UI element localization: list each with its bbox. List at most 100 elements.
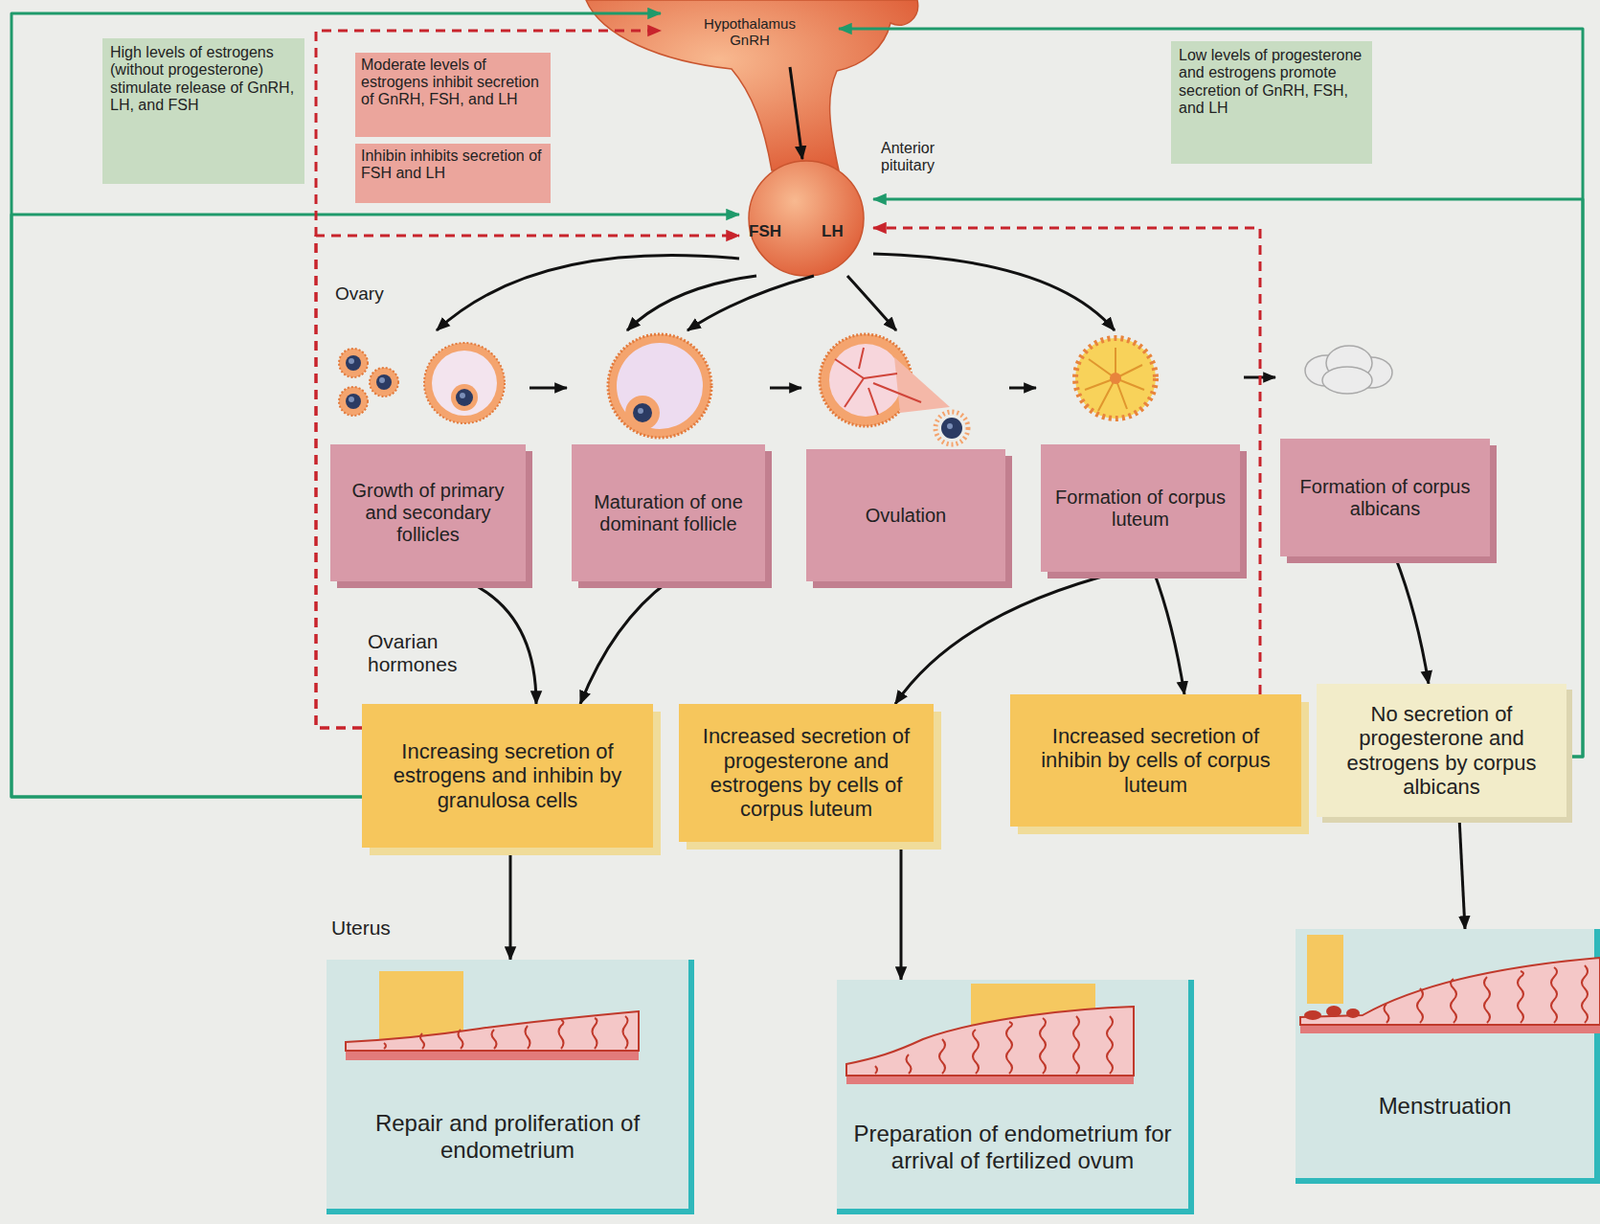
follicle-illustration (348, 396, 355, 403)
follicle-illustration (345, 355, 474, 409)
hypothalamus-pituitary-illustration (585, 0, 919, 171)
corpus-albicans-illustration (1280, 330, 1490, 439)
endometrium-illustration (1450, 978, 1457, 1023)
endometrium-illustration (939, 1038, 946, 1074)
endometrium-illustration (1326, 1005, 1342, 1017)
follicle-illustration (431, 350, 497, 416)
follicle-illustration (424, 342, 505, 424)
endometrium-illustration (1384, 1003, 1390, 1023)
endometrium-illustration (1073, 1015, 1080, 1074)
corpus-luteum-illustration (1075, 338, 1156, 419)
section-label: Ovarian hormones (367, 630, 475, 677)
section-label: Uterus (331, 916, 391, 940)
endometrium-illustration (592, 1017, 598, 1049)
node-text: Formation of corpus luteum (1050, 486, 1231, 531)
node-text: Hypothalamus (660, 15, 839, 32)
ovarian-stage: Formation of corpus albicans (1280, 330, 1490, 557)
endometrium-illustration (1517, 970, 1524, 1023)
ovarian-stage: Ovulation (806, 330, 1006, 582)
follicle-illustration (450, 383, 478, 411)
hormone-box: No secretion of progesterone and estroge… (1316, 683, 1567, 817)
endometrium-illustration (623, 1015, 629, 1049)
corpus-luteum-illustration (1040, 330, 1240, 445)
stage-arrow (529, 386, 567, 390)
endometrium-illustration (1295, 928, 1600, 1044)
stage-plate: Growth of primary and secondary follicle… (330, 444, 526, 582)
endometrium-illustration (1300, 1024, 1600, 1034)
endometrium-illustration (1106, 1015, 1113, 1074)
endometrium-illustration (559, 1019, 564, 1049)
stimulus-arrow (467, 581, 537, 704)
ovulation-illustration (935, 411, 969, 445)
endometrium-illustration (345, 1050, 639, 1060)
node-text: Menstruation (1307, 1092, 1583, 1120)
endometrium-illustration (1484, 976, 1490, 1023)
inhibition-note: Moderate levels of estrogens inhibit sec… (355, 52, 551, 137)
endometrium-illustration (906, 1054, 912, 1074)
endometrium-illustration (1304, 1010, 1322, 1020)
endometrium-illustration (492, 1029, 497, 1049)
stimulus-arrow (873, 253, 1115, 331)
node-text: No secretion of progesterone and estroge… (1328, 701, 1555, 799)
stimulus-arrow (1395, 556, 1429, 684)
node-text: Repair and proliferation of endometrium (338, 1109, 677, 1163)
ovulation-illustration (834, 347, 922, 415)
corpus-albicans-illustration (1322, 366, 1373, 394)
follicle-illustration (571, 330, 766, 445)
stage-plate: Formation of corpus luteum (1040, 444, 1240, 572)
corpus-luteum-illustration (1084, 347, 1145, 411)
hypothalamus-label: HypothalamusGnRH (660, 3, 839, 68)
follicle-illustration (637, 407, 644, 414)
stimulus-arrow (895, 571, 1121, 704)
endometrium-illustration (836, 979, 1195, 1095)
stage-arrow (769, 386, 802, 390)
node-text: Formation of corpus albicans (1289, 475, 1481, 520)
follicle-illustration (379, 377, 385, 384)
endometrium-illustration (458, 1029, 464, 1049)
ovarian-stage: Maturation of one dominant follicle (571, 330, 766, 582)
stage-plate: Formation of corpus albicans (1280, 438, 1490, 557)
endometrium-illustration (1304, 1005, 1360, 1020)
ovulation-illustration (894, 357, 950, 413)
stimulus-arrow (687, 275, 814, 331)
follicle-illustration (338, 348, 368, 378)
follicle-illustration (345, 393, 361, 409)
node-text: Increased secretion of progesterone and … (690, 723, 923, 821)
pituitary-node: Anterior pituitaryFSHLH (739, 158, 874, 276)
endometrium-illustration (1417, 988, 1423, 1023)
endometrium-illustration (1384, 965, 1589, 1023)
feedback-note: High levels of estrogens (without proges… (102, 38, 305, 184)
stimulus-arrow (509, 847, 513, 960)
node-text: Ovulation (865, 504, 947, 527)
node-text: FSH (748, 222, 782, 242)
stage-arrow (1009, 386, 1037, 390)
endometrium-illustration (379, 970, 464, 1042)
positive-feedback-arrow (11, 13, 661, 797)
follicle-illustration (608, 334, 712, 438)
node-text: Increasing secretion of estrogens and in… (373, 739, 642, 812)
endometrium-illustration (1300, 957, 1600, 1025)
follicle-illustration (459, 392, 466, 399)
node-text: LH (821, 222, 844, 242)
endometrium-illustration (1006, 1021, 1013, 1074)
uterus-panel: Repair and proliferation of endometrium (326, 959, 695, 1215)
node-text: Low levels of progesterone and estrogens… (1178, 46, 1365, 118)
ovarian-stage: Formation of corpus luteum (1040, 330, 1240, 572)
stimulus-arrow (1459, 816, 1465, 929)
hormone-box: Increased secretion of progesterone and … (678, 703, 934, 842)
node-text: Preparation of endometrium for arrival o… (848, 1120, 1177, 1173)
endometrium-illustration (345, 1011, 639, 1051)
stimulus-arrow (436, 255, 740, 331)
hypothalamus-pituitary-illustration (748, 160, 864, 276)
uterus-panel: Preparation of endometrium for arrival o… (836, 979, 1195, 1215)
ovulation-illustration (806, 330, 1006, 450)
feedback-note: Low levels of progesterone and estrogens… (1171, 41, 1373, 164)
node-text: Moderate levels of estrogens inhibit sec… (360, 56, 545, 109)
hormone-box: Increased secretion of inhibin by cells … (1010, 694, 1302, 827)
follicle-illustration (330, 330, 526, 445)
follicle-illustration (455, 388, 474, 406)
endometrium-illustration (1346, 1008, 1360, 1018)
node-text: Anterior pituitary (880, 139, 958, 176)
node-text: Maturation of one dominant follicle (581, 491, 756, 536)
stimulus-arrow (789, 67, 803, 159)
